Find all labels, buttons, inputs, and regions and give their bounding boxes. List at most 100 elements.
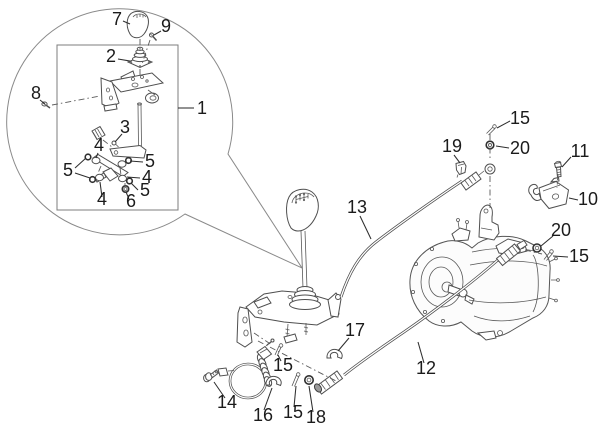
callout-14: 14: [217, 392, 237, 412]
assembly-axis-line: [213, 370, 222, 375]
leader-line: [495, 145, 510, 149]
callout-10: 10: [578, 189, 598, 209]
callout-4: 4: [97, 189, 107, 209]
leader-line: [129, 160, 144, 163]
washer-20-right: [532, 243, 542, 253]
leader-line: [126, 176, 141, 179]
leader-line: [453, 154, 461, 164]
leader-line: [114, 133, 123, 143]
callout-19: 19: [442, 136, 462, 156]
shift-pattern-icon: [294, 192, 309, 204]
assembly-axis-line: [51, 95, 101, 106]
detail-frame: [56, 44, 179, 211]
leader-line: [117, 58, 131, 62]
assembly-axis-line: [253, 332, 273, 346]
assembly-axis-line: [257, 340, 337, 382]
callout-15: 15: [510, 108, 530, 128]
callout-6: 6: [126, 191, 136, 211]
leader-line: [552, 255, 569, 258]
leader-line: [561, 156, 572, 168]
detail-support-bracket: [100, 70, 165, 112]
leader-line: [540, 235, 554, 247]
leader-line: [277, 354, 282, 362]
leader-line: [213, 381, 226, 399]
leader-lines: [39, 20, 579, 413]
detail-screw-9: [149, 32, 158, 41]
clip-15-loop-top: [274, 343, 284, 356]
loop-top-fitting: [256, 345, 273, 361]
detail-shift-knob: [126, 10, 149, 39]
leader-line: [99, 181, 103, 198]
leader-line: [74, 172, 91, 179]
detail-part-3: [91, 125, 119, 148]
gear-lever: [286, 188, 321, 310]
leader-line: [122, 20, 131, 25]
callout-20: 20: [551, 220, 571, 240]
bolt-11: [553, 160, 563, 178]
loop-end-cap: [217, 367, 229, 377]
assembly-axis-line: [524, 249, 543, 255]
construction-lines: [51, 39, 559, 382]
callout-5: 5: [145, 151, 155, 171]
shifter-base: [236, 290, 342, 348]
callout-1: 1: [197, 98, 207, 118]
detail-bubble: [6, 8, 304, 270]
assembly-axis-line: [119, 167, 122, 176]
leader-line: [417, 341, 425, 364]
bracket-10: [528, 176, 570, 210]
clip-15-right: [543, 249, 554, 261]
callout-7: 7: [112, 9, 122, 29]
detail-boot-2: [126, 46, 154, 69]
leader-line: [74, 157, 87, 169]
callout-3: 3: [120, 117, 130, 137]
callout-17: 17: [345, 320, 365, 340]
callout-9: 9: [161, 16, 171, 36]
cable-12: [313, 239, 528, 395]
callout-5: 5: [140, 180, 150, 200]
callout-5: 5: [63, 160, 73, 180]
leader-line: [568, 197, 579, 201]
washer-18: [303, 374, 314, 385]
callout-12: 12: [416, 358, 436, 378]
leader-line: [153, 30, 162, 36]
bolt-14: [203, 369, 220, 383]
assembly-axis-line: [102, 139, 113, 148]
callout-18: 18: [306, 407, 326, 427]
leader-line: [95, 152, 99, 159]
detail-linkage-cluster: [84, 153, 134, 194]
leader-line: [263, 387, 273, 411]
leader-line: [308, 385, 314, 413]
assembly-axis-line: [141, 39, 151, 65]
callout-4: 4: [94, 135, 104, 155]
leader-line: [130, 182, 139, 191]
cable-13: [339, 163, 496, 298]
detail-nut-6: [121, 185, 130, 194]
gear-knob: [286, 188, 319, 232]
clip-16: [265, 375, 282, 387]
callout-15: 15: [283, 402, 303, 422]
leader-line: [359, 215, 372, 240]
leader-line: [125, 191, 130, 200]
callout-13: 13: [347, 197, 367, 217]
callout-2: 2: [106, 46, 116, 66]
clip-15-top-right: [486, 124, 497, 136]
clip-19: [455, 160, 467, 178]
shift-tower: [478, 204, 500, 241]
leader-line: [293, 385, 297, 408]
assembly-axis-line: [556, 173, 559, 189]
leader-line: [496, 120, 511, 129]
callout-11: 11: [571, 141, 590, 161]
callout-15: 15: [569, 246, 589, 266]
leader-line: [337, 337, 350, 352]
cable-13-eyelet: [484, 163, 496, 175]
callout-15: 15: [273, 355, 293, 375]
callout-4: 4: [142, 167, 152, 187]
callout-8: 8: [31, 83, 41, 103]
clip-17: [326, 348, 343, 360]
detail-lever-rod: [109, 102, 147, 159]
loop-cable-assembly: [217, 338, 275, 400]
callout-20: 20: [510, 138, 530, 158]
